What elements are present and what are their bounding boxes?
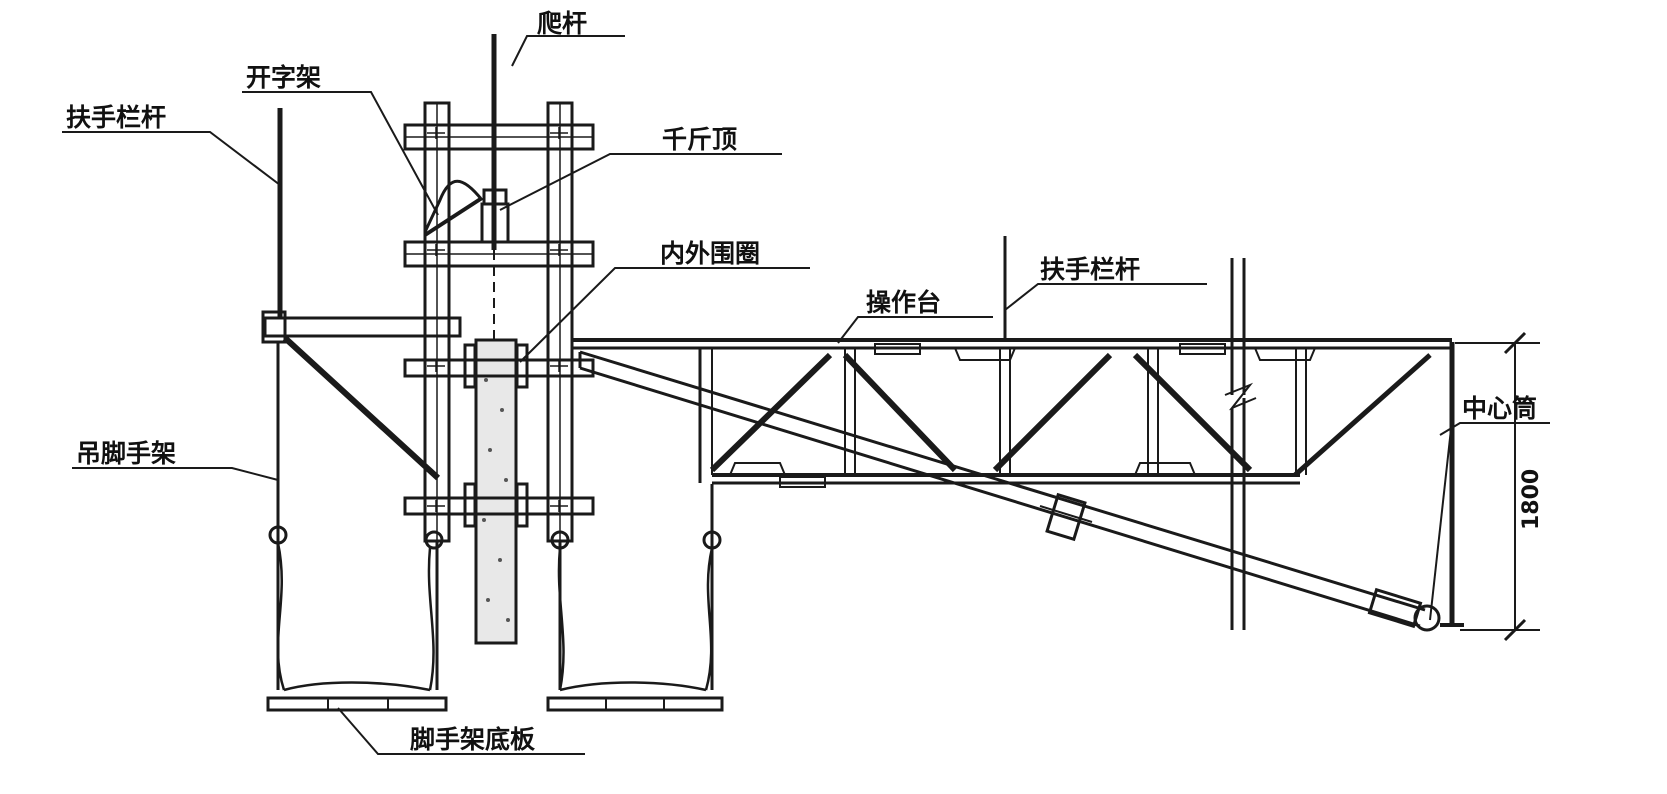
leader-handrail-left: [62, 131, 281, 186]
lower-ring-beam: [403, 496, 595, 516]
concrete-wall: [474, 338, 518, 645]
left-diagonal-strut: [282, 335, 441, 481]
label-jack: 千斤顶: [662, 125, 737, 154]
leader-center-tube: [1439, 422, 1550, 436]
upper-ring-beam: [403, 358, 595, 378]
leader-handrail-right: [1004, 283, 1207, 311]
label-handrail-right: 扶手栏杆: [1040, 255, 1140, 284]
label-inner-outer-ring: 内外围圈: [660, 239, 760, 268]
left-bracket-beam: [263, 316, 462, 338]
label-open-frame: 开字架: [246, 63, 321, 92]
leader-hanging-scaffold: [72, 467, 279, 481]
bolt-marks: [427, 127, 568, 512]
jack: [423, 179, 510, 244]
leader-inner-outer-ring: [519, 267, 810, 363]
leader-open-frame: [242, 91, 439, 216]
center-tube: [1429, 342, 1464, 627]
left-hanging-scaffold: [266, 342, 448, 712]
label-handrail-left: 扶手栏杆: [66, 103, 166, 132]
diagonal-tie-rod: [578, 350, 1441, 632]
label-center-tube: 中心筒: [1462, 394, 1537, 423]
inner-ring-left: [463, 343, 477, 389]
leader-jack: [499, 153, 782, 211]
leader-scaffold-bottom-board: [337, 707, 585, 755]
leader-climbing-rod: [511, 35, 625, 67]
inner-ring-right: [515, 343, 529, 389]
label-hanging-scaffold: 吊脚手架: [76, 439, 176, 468]
break-line-member: [1224, 258, 1257, 630]
dimension-line-1800: [1455, 331, 1540, 642]
label-operating-platform: 操作台: [866, 288, 941, 317]
dimension-1800: 1800: [1519, 469, 1544, 530]
label-scaffold-bottom-board: 脚手架底板: [410, 725, 535, 754]
leader-lines: [62, 35, 1550, 755]
label-climbing-rod: 爬杆: [537, 9, 587, 38]
structure: [261, 34, 1540, 712]
operating-platform-truss: [570, 338, 1452, 488]
leader-operating-platform: [837, 316, 993, 344]
right-hanging-scaffold: [546, 484, 724, 712]
